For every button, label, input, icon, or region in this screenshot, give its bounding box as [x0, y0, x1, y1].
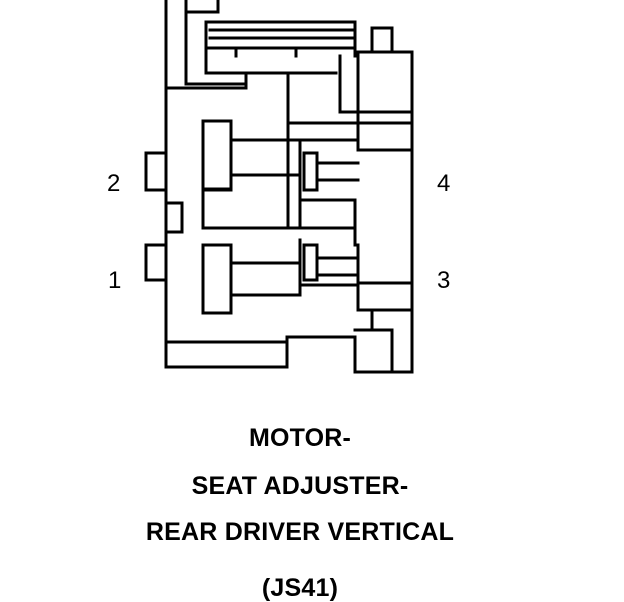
top-latch	[184, 0, 357, 86]
terminal-pin-3	[302, 243, 319, 282]
lower-right-channel	[353, 243, 414, 374]
pin-2-tab	[144, 151, 168, 192]
terminal-pin-2-blade	[229, 138, 302, 177]
terminal-pin-1	[201, 243, 233, 315]
right-channel	[286, 54, 414, 152]
terminal-pin-2	[201, 119, 233, 191]
top-right-post	[370, 26, 394, 54]
middle-block	[201, 188, 357, 247]
bottom-strip	[164, 335, 289, 369]
caption-line-2: SEAT ADJUSTER-	[191, 472, 409, 500]
pin-label-3: 3	[437, 267, 451, 294]
caption-line-1: MOTOR-	[248, 424, 352, 452]
terminal-pin-3-blade	[298, 238, 360, 287]
left-mid-tab	[164, 201, 184, 234]
pin-label-1: 1	[108, 267, 122, 294]
terminal-pin-4-blade	[298, 148, 360, 202]
middle-divider	[286, 138, 357, 230]
terminal-pin-4	[302, 151, 319, 192]
pin-label-2: 2	[107, 170, 121, 197]
pin-label-4: 4	[437, 170, 451, 197]
pin-1-tab	[144, 243, 168, 282]
caption-line-3: REAR DRIVER VERTICAL	[145, 518, 455, 546]
connector-code: (JS41)	[261, 574, 339, 602]
terminal-pin-1-blade	[229, 261, 302, 297]
